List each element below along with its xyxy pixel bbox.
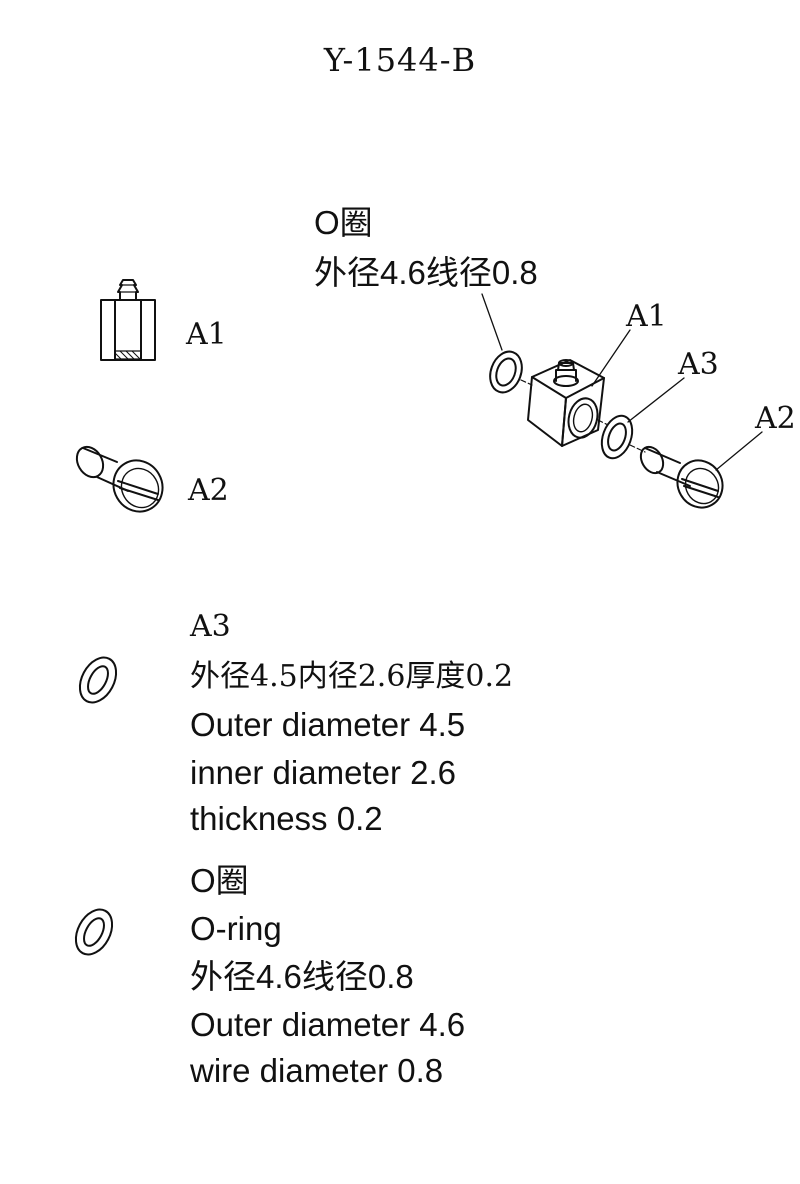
oring-spec-cn: 外径4.6线径0.8 xyxy=(190,958,414,995)
oring-spec-wire: wire diameter 0.8 xyxy=(190,1052,444,1089)
callout-a2: A2 xyxy=(755,401,796,436)
part-a2-label: A2 xyxy=(188,473,229,508)
assembly-oring-label: O圈 xyxy=(314,204,373,241)
callout-a3: A3 xyxy=(678,347,719,382)
a3-spec-inner: inner diameter 2.6 xyxy=(190,754,456,791)
a3-washer-icon xyxy=(78,656,118,704)
a3-spec-cn: 外径4.5内径2.6厚度0.2 xyxy=(190,659,514,694)
oring-spec-label-cn: O圈 xyxy=(190,862,249,899)
oring-spec-label-en: O-ring xyxy=(190,910,282,947)
callout-a1: A1 xyxy=(626,299,667,334)
part-a1-drawing xyxy=(100,279,156,361)
part-a1-label: A1 xyxy=(186,317,227,352)
drawing-title: Y-1544-B xyxy=(323,41,477,79)
a3-spec-outer: Outer diameter 4.5 xyxy=(190,706,466,743)
a3-spec-label: A3 xyxy=(190,609,231,644)
part-a2-drawing xyxy=(75,445,164,513)
assembly-oring-spec: 外径4.6线径0.8 xyxy=(314,254,538,291)
assembly-drawing xyxy=(481,293,763,509)
a3-spec-thickness: thickness 0.2 xyxy=(190,800,383,837)
oring-spec-outer: Outer diameter 4.6 xyxy=(190,1006,466,1043)
oring-icon xyxy=(74,908,114,956)
